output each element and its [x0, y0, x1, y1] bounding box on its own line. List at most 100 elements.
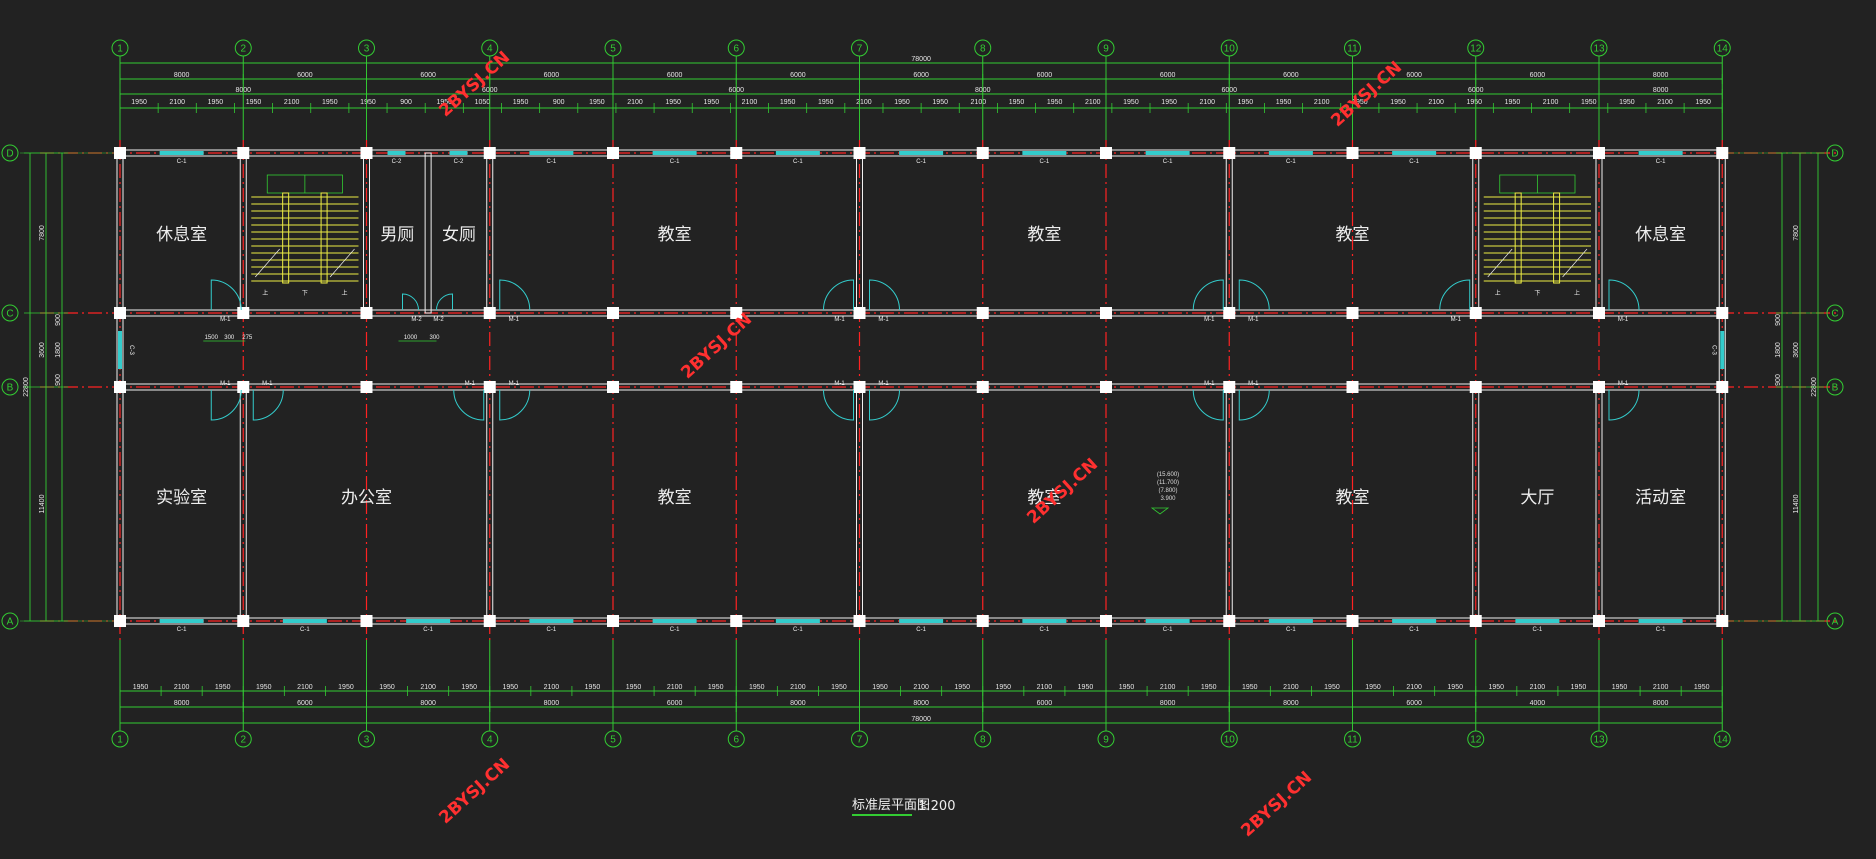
elevation-label: 3.900: [1160, 496, 1176, 502]
grid-label-4: 4: [487, 44, 493, 55]
grid-label-10: 10: [1224, 44, 1236, 55]
room-label: 大厅: [1520, 488, 1554, 508]
window: [1638, 151, 1683, 155]
window: [1022, 151, 1067, 155]
structural-column: [607, 381, 619, 393]
grid-bubble-A: [1, 612, 19, 630]
window: [1720, 331, 1725, 369]
door-tag: M-1: [1618, 317, 1629, 323]
window-tag: C-1: [1409, 159, 1419, 165]
door-tag: M-1: [1248, 381, 1259, 387]
structural-column: [1716, 147, 1729, 159]
structural-column: [483, 615, 496, 627]
structural-column: [1346, 381, 1359, 393]
bottom-segment-label: 1950: [215, 684, 231, 691]
door-swing: [823, 279, 854, 311]
side-detail-label: 900: [1775, 374, 1782, 386]
top-segment-label: 1950: [589, 99, 605, 106]
bottom-span-label: 6000: [1037, 700, 1053, 707]
window-tag: C-1: [423, 627, 433, 633]
drawing-title: 标准层平面图 1:200: [852, 798, 955, 814]
window-tag: C-1: [1533, 627, 1543, 633]
top-segment-label: 1950: [704, 99, 720, 106]
bottom-span-label: 6000: [297, 700, 313, 707]
grid-bubble-B: [1826, 378, 1844, 396]
top-segment-label: 1950: [322, 99, 338, 106]
window-tag: C-1: [793, 159, 803, 165]
structural-column: [237, 615, 250, 627]
structural-column: [1716, 381, 1729, 393]
grid-label-9: 9: [1103, 44, 1109, 55]
stair-handrail: [320, 192, 328, 284]
door-swing: [869, 389, 900, 421]
room-label: 教室: [658, 488, 692, 508]
top-segment-label: 1950: [360, 99, 376, 106]
door-dim-label: 300: [429, 335, 440, 341]
bottom-segment-label: 1950: [626, 684, 642, 691]
structural-column: [853, 381, 866, 393]
window-tag: C-1: [670, 159, 680, 165]
door-swing: [210, 389, 242, 421]
structural-column: [607, 307, 619, 319]
top-overall-label: 78000: [911, 56, 931, 63]
grid-label-11: 11: [1347, 735, 1358, 746]
top-segment-label: 1950: [1466, 99, 1482, 106]
structural-column: [976, 381, 989, 393]
bottom-segment-label: 1950: [133, 684, 149, 691]
bottom-segment-label: 2100: [1530, 684, 1546, 691]
room-label: 教室: [1336, 225, 1370, 245]
top-segment-label: 2100: [856, 99, 872, 106]
window-tag: C-1: [177, 627, 187, 633]
top-segment-label: 1950: [1161, 99, 1177, 106]
elevation-label: (15.600): [1157, 472, 1179, 478]
room-label: 教室: [1027, 225, 1061, 245]
structural-column: [1223, 147, 1236, 159]
top-bay-label: 6000: [667, 72, 683, 79]
bottom-segment-label: 1950: [996, 684, 1012, 691]
room-label: 女厕: [442, 225, 476, 245]
door-dim-label: 275: [242, 335, 253, 341]
bottom-segment-label: 2100: [544, 684, 560, 691]
grid-bubble-C: [1826, 304, 1844, 322]
grid-label-B: B: [1832, 383, 1839, 394]
window: [652, 619, 697, 623]
bottom-segment-label: 1950: [749, 684, 765, 691]
window-tag: C-1: [916, 159, 926, 165]
side-detail-label: 1800: [55, 342, 62, 358]
top-bay-label: 6000: [1037, 72, 1053, 79]
bottom-segment-label: 2100: [1160, 684, 1176, 691]
top-bay-label: 6000: [297, 72, 313, 79]
bottom-segment-label: 1950: [1324, 684, 1340, 691]
structural-column: [1346, 147, 1359, 159]
structural-column: [1593, 381, 1605, 393]
top-segment-label: 1950: [780, 99, 796, 106]
room-label: 休息室: [1635, 225, 1686, 245]
structural-column: [114, 615, 126, 627]
top-segment-label: 2100: [284, 99, 300, 106]
top-segment-label: 1950: [1695, 99, 1711, 106]
structural-column: [1346, 615, 1359, 627]
structural-column: [1716, 307, 1729, 319]
top-segment-label: 2100: [742, 99, 758, 106]
structural-column: [730, 381, 743, 393]
title-text: 标准层平面图: [852, 798, 930, 813]
window: [159, 151, 204, 155]
structural-column: [607, 615, 619, 627]
top-span-label: 8000: [1653, 87, 1669, 94]
door-tag: M-2: [433, 317, 444, 323]
top-segment-label: 1950: [1505, 99, 1521, 106]
door-swing: [499, 279, 531, 311]
window-tag: C-1: [793, 627, 803, 633]
top-bay-label: 6000: [1406, 72, 1422, 79]
grid-label-10: 10: [1224, 735, 1236, 746]
window-tag: C-1: [1163, 159, 1173, 165]
window: [1145, 151, 1190, 155]
grid-label-1: 1: [117, 44, 123, 55]
grid-label-D: D: [1831, 149, 1838, 160]
stair-break-line: [254, 248, 280, 278]
structural-column: [114, 381, 126, 393]
stair-direction-label: 上: [341, 289, 347, 297]
grid-label-8: 8: [980, 735, 986, 746]
window-tag: C-1: [1409, 627, 1419, 633]
